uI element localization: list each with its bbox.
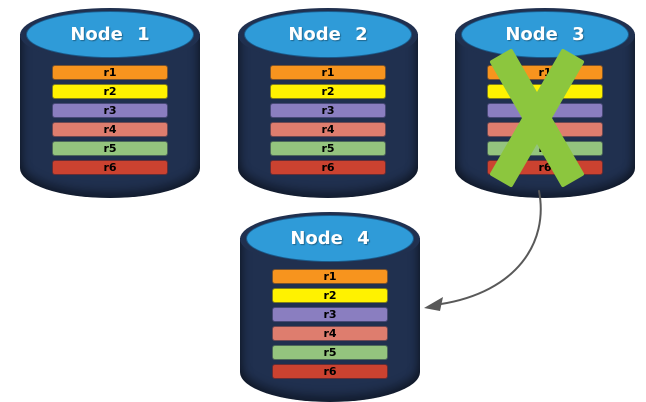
node-1-cylinder: Node 1 r1 r2 r3 r4 r5 r6 bbox=[20, 8, 200, 198]
node-3-cylinder: Node 3 r1 r2 r3 r4 r5 r6 bbox=[455, 8, 635, 198]
failover-arrowhead-icon bbox=[424, 297, 443, 311]
node-2-row-r4: r4 bbox=[270, 122, 386, 137]
node-1-row-r1: r1 bbox=[52, 65, 168, 80]
node-2-row-r3: r3 bbox=[270, 103, 386, 118]
failover-arrow-line bbox=[440, 190, 542, 305]
node-4-row-r5: r5 bbox=[272, 345, 388, 360]
node-2-row-r2: r2 bbox=[270, 84, 386, 99]
node-3-title: Node 3 bbox=[505, 24, 585, 45]
node-1-row-r6: r6 bbox=[52, 160, 168, 175]
node-2-row-r5: r5 bbox=[270, 141, 386, 156]
node-2-row-r1: r1 bbox=[270, 65, 386, 80]
node-1-cylinder-cap: Node 1 bbox=[26, 11, 194, 58]
node-2-row-r6: r6 bbox=[270, 160, 386, 175]
failure-x-cross-icon bbox=[489, 48, 585, 188]
node-2-cylinder-cap: Node 2 bbox=[244, 11, 412, 58]
node-4-row-r1: r1 bbox=[272, 269, 388, 284]
node-1-row-r4: r4 bbox=[52, 122, 168, 137]
node-1-row-r2: r2 bbox=[52, 84, 168, 99]
node-4-cylinder: Node 4 r1 r2 r3 r4 r5 r6 bbox=[240, 212, 420, 402]
node-4-cylinder-cap: Node 4 bbox=[246, 215, 414, 262]
node-4-rows: r1 r2 r3 r4 r5 r6 bbox=[272, 269, 388, 379]
node-4-row-r4: r4 bbox=[272, 326, 388, 341]
node-3-cylinder-cap: Node 3 bbox=[461, 11, 629, 58]
node-1-row-r3: r3 bbox=[52, 103, 168, 118]
node-1-rows: r1 r2 r3 r4 r5 r6 bbox=[52, 65, 168, 175]
node-4-row-r3: r3 bbox=[272, 307, 388, 322]
node-4-row-r2: r2 bbox=[272, 288, 388, 303]
node-1-row-r5: r5 bbox=[52, 141, 168, 156]
node-2-title: Node 2 bbox=[288, 24, 368, 45]
node-1-title: Node 1 bbox=[70, 24, 150, 45]
node-2-rows: r1 r2 r3 r4 r5 r6 bbox=[270, 65, 386, 175]
node-4-row-r6: r6 bbox=[272, 364, 388, 379]
node-2-cylinder: Node 2 r1 r2 r3 r4 r5 r6 bbox=[238, 8, 418, 198]
node-4-title: Node 4 bbox=[290, 228, 370, 249]
